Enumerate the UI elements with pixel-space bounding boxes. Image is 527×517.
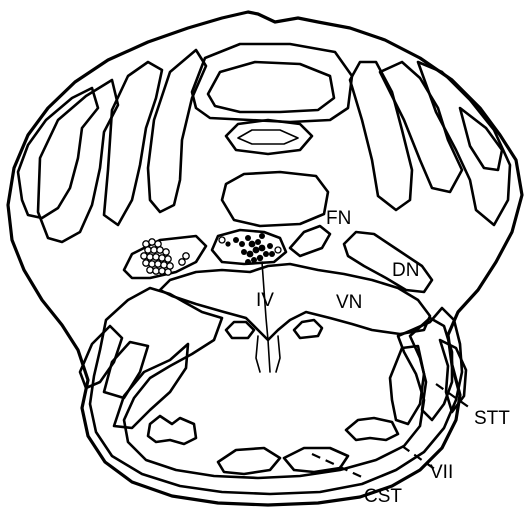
folium-left-outer: [18, 88, 98, 218]
vermis-folium-inner: [208, 62, 334, 112]
label-iv: IV: [256, 290, 274, 311]
medial-longitudinal-right: [276, 336, 280, 372]
label-vn: VN: [336, 292, 362, 313]
folium-right-4: [460, 108, 502, 170]
inferior-olive-left: [148, 416, 196, 444]
abducens-nucleus-left: [226, 322, 254, 338]
pyramid-right: [284, 448, 348, 472]
tract-right-1: [410, 318, 452, 420]
labelled-terminals-midline-cluster: [219, 233, 281, 265]
inferior-olive-right: [346, 418, 398, 440]
folium-right-1: [350, 62, 412, 210]
vermis-folium-small-inner: [238, 130, 298, 144]
medial-longitudinal-left: [256, 336, 260, 372]
abducens-nucleus-right: [294, 320, 322, 338]
fastigial-nucleus-outline: [290, 226, 330, 256]
vermis-folium-outer: [192, 44, 352, 122]
folium-left-4: [148, 50, 206, 212]
label-vii: VII: [430, 462, 453, 483]
fastigial-region-left: [212, 230, 286, 264]
label-cst: CST: [364, 486, 402, 507]
label-fn: FN: [326, 208, 351, 229]
pyramid-left: [218, 448, 280, 474]
section-outline: [8, 12, 522, 505]
label-stt: STT: [474, 408, 510, 429]
midline-raphe: [262, 262, 270, 372]
vermis-nodulus: [222, 172, 328, 226]
label-dn: DN: [392, 260, 419, 281]
